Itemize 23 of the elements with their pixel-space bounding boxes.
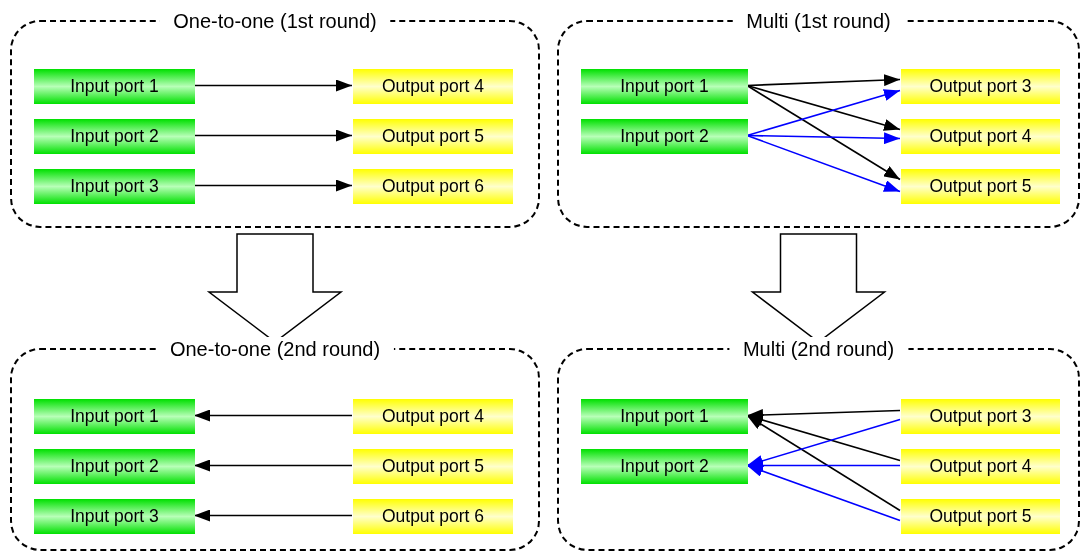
input-port-box: Input port 2 <box>34 449 195 484</box>
input-port-box: Input port 2 <box>581 119 748 154</box>
output-port-box: Output port 6 <box>353 169 513 204</box>
output-port-box: Output port 6 <box>353 499 513 534</box>
output-port-box: Output port 5 <box>353 119 513 154</box>
input-port-box: Input port 2 <box>581 449 748 484</box>
output-port-box: Output port 5 <box>353 449 513 484</box>
output-port-box: Output port 4 <box>353 69 513 104</box>
output-port-box: Output port 4 <box>353 399 513 434</box>
input-port-box: Input port 2 <box>34 119 195 154</box>
output-port-box: Output port 4 <box>901 119 1060 154</box>
output-port-box: Output port 3 <box>901 69 1060 104</box>
output-port-box: Output port 5 <box>901 169 1060 204</box>
output-port-box: Output port 4 <box>901 449 1060 484</box>
group-title: Multi (2nd round) <box>728 337 909 361</box>
input-port-box: Input port 1 <box>34 399 195 434</box>
input-port-box: Input port 1 <box>581 399 748 434</box>
input-port-box: Input port 3 <box>34 499 195 534</box>
input-port-box: Input port 1 <box>34 69 195 104</box>
output-port-box: Output port 5 <box>901 499 1060 534</box>
input-port-box: Input port 1 <box>581 69 748 104</box>
input-port-box: Input port 3 <box>34 169 195 204</box>
output-port-box: Output port 3 <box>901 399 1060 434</box>
